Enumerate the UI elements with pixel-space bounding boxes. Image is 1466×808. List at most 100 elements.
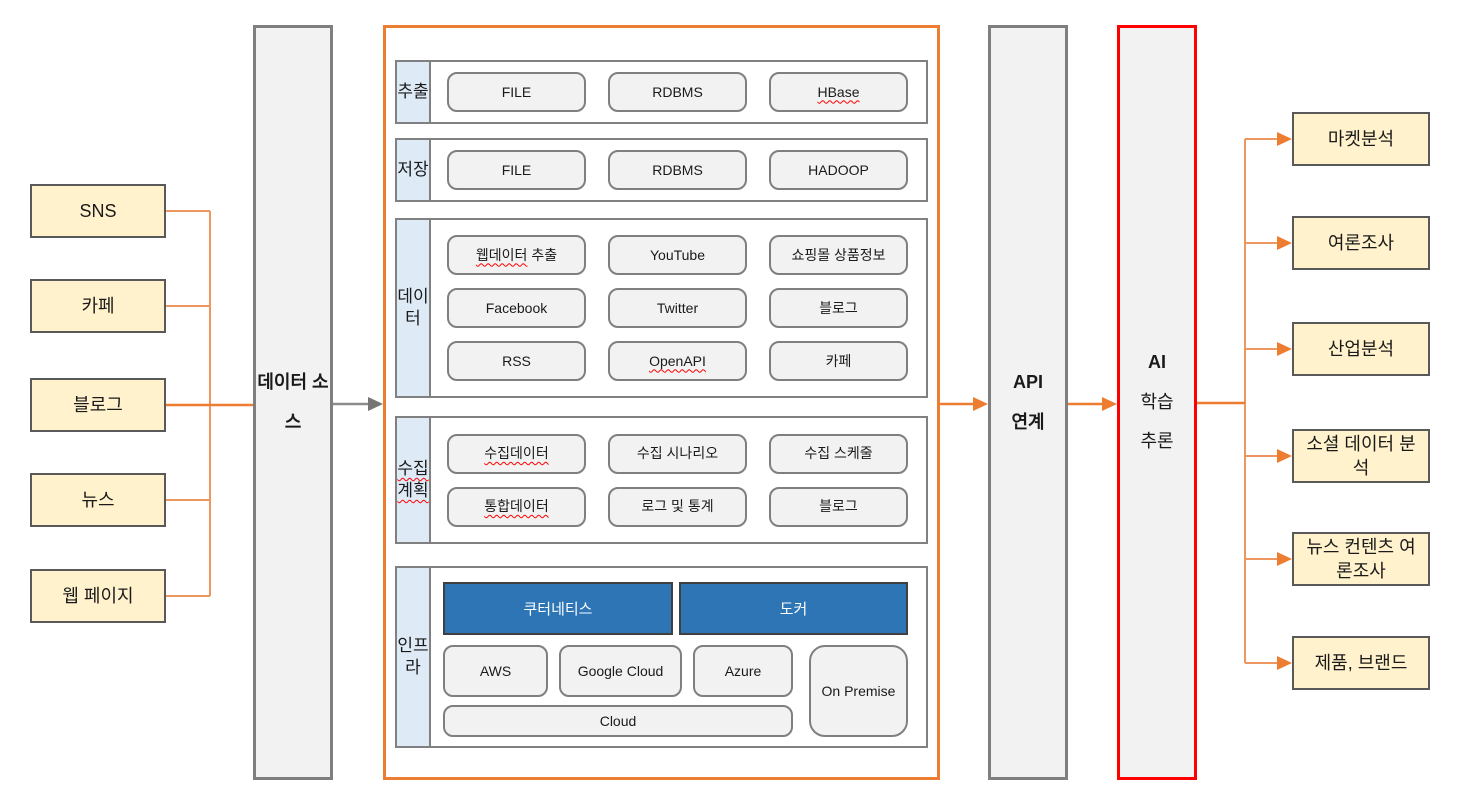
source-label: 웹 페이지 [62,585,134,606]
infra-box-kubernetes: 쿠터네티스 [443,582,673,635]
data-box-facebook: Facebook [447,288,586,328]
row-plan: 수집계획 수집데이터 수집 시나리오 수집 스케줄 통합데이터 로그 및 통계 … [395,416,928,544]
store-box-rdbms: RDBMS [608,150,747,190]
box-label: Cloud [599,712,637,729]
ai-label-line1: AI [1148,352,1166,373]
ai-label-line2: 학습 [1140,391,1174,412]
source-label: SNS [79,200,117,221]
source-box-sns: SNS [30,184,166,238]
box-label: 웹데이터 추출 [475,246,558,263]
api-pillar: API 연계 [988,25,1068,780]
data-box-webdata-extract: 웹데이터 추출 [447,235,586,275]
box-label: 수집 시나리오 [636,445,719,462]
output-box-industry-analysis: 산업분석 [1292,322,1430,376]
data-box-cafe: 카페 [769,341,908,381]
ai-pillar: AI 학습 추론 [1117,25,1197,780]
row-extract: 추출 FILE RDBMS HBase [395,60,928,124]
row-data-label: 데이터 [397,220,431,396]
box-label: 통합데이터 [484,498,549,515]
source-box-cafe: 카페 [30,279,166,333]
source-label: 뉴스 [81,489,115,510]
row-data-content: 웹데이터 추출 YouTube 쇼핑몰 상품정보 Facebook Twitte… [431,220,926,396]
box-label: 블로그 [819,498,858,515]
box-label: Azure [724,662,762,679]
row-plan-label: 수집계획 [397,418,431,542]
output-label: 마켓분석 [1327,128,1395,149]
source-box-blog: 블로그 [30,378,166,432]
row-plan-content: 수집데이터 수집 시나리오 수집 스케줄 통합데이터 로그 및 통계 블로그 [431,418,926,542]
store-box-file: FILE [447,150,586,190]
api-label-line1: API [1012,371,1043,392]
box-label: 카페 [825,352,852,369]
box-label: RDBMS [652,83,703,100]
source-box-webpage: 웹 페이지 [30,569,166,623]
output-label: 소셜 데이터 분석 [1306,433,1416,478]
data-source-label: 데이터 소스 [257,371,329,432]
box-label: HBase [817,83,860,100]
infra-box-docker: 도커 [679,582,908,635]
row-store-label: 저장 [397,140,431,200]
row-extract-content: FILE RDBMS HBase [431,62,926,122]
box-label: 로그 및 통계 [641,498,714,515]
box-label: 수집 스케줄 [804,445,873,462]
output-label: 산업분석 [1327,338,1395,359]
row-infra-label: 인프라 [397,568,431,746]
box-label: 블로그 [819,299,858,316]
plan-box-log-stats: 로그 및 통계 [608,486,747,527]
output-box-product-brand: 제품, 브랜드 [1292,636,1430,690]
box-label: RDBMS [652,161,703,178]
box-label: Google Cloud [577,662,664,679]
data-box-rss: RSS [447,341,586,381]
plan-box-collected-data: 수집데이터 [447,433,586,474]
extract-box-hbase: HBase [769,72,908,112]
infra-box-on-premise: On Premise [809,645,908,737]
plan-box-blog: 블로그 [769,486,908,527]
infra-box-azure: Azure [693,645,793,697]
data-source-pillar: 데이터 소스 [253,25,333,780]
extract-box-rdbms: RDBMS [608,72,747,112]
plan-box-integrated-data: 통합데이터 [447,486,586,527]
output-box-social-data-analysis: 소셜 데이터 분석 [1292,429,1430,483]
data-box-shoppingmall: 쇼핑몰 상품정보 [769,235,908,275]
output-label: 뉴스 컨텐츠 여론조사 [1306,536,1416,581]
box-label: 수집데이터 [484,445,549,462]
infra-box-google-cloud: Google Cloud [559,645,682,697]
box-label: AWS [479,662,512,679]
output-label: 제품, 브랜드 [1314,652,1408,673]
row-store-content: FILE RDBMS HADOOP [431,140,926,200]
box-label: FILE [501,161,532,178]
extract-box-file: FILE [447,72,586,112]
row-extract-label: 추출 [397,62,431,122]
plan-box-scenario: 수집 시나리오 [608,433,747,474]
source-label: 블로그 [73,394,123,415]
source-label: 카페 [81,295,115,316]
plan-box-schedule: 수집 스케줄 [769,433,908,474]
source-box-news: 뉴스 [30,473,166,527]
box-label: HADOOP [808,161,869,178]
ai-label-line3: 추론 [1140,431,1174,452]
box-label: RSS [502,352,531,369]
box-label: FILE [501,83,532,100]
output-box-opinion-poll: 여론조사 [1292,216,1430,270]
output-box-news-content-poll: 뉴스 컨텐츠 여론조사 [1292,532,1430,586]
output-box-market-analysis: 마켓분석 [1292,112,1430,166]
infra-box-cloud: Cloud [443,705,793,737]
output-label: 여론조사 [1327,232,1395,253]
box-label: OpenAPI [649,352,706,369]
data-box-twitter: Twitter [608,288,747,328]
box-label: 쇼핑몰 상품정보 [791,246,886,263]
data-box-youtube: YouTube [608,235,747,275]
row-data: 데이터 웹데이터 추출 YouTube 쇼핑몰 상품정보 Facebook Tw… [395,218,928,398]
infra-box-aws: AWS [443,645,548,697]
box-label: YouTube [649,246,705,263]
api-label-line2: 연계 [1011,411,1045,432]
box-label: 도커 [779,601,808,618]
data-box-openapi: OpenAPI [608,341,747,381]
box-label: Facebook [485,299,548,316]
box-label: Twitter [656,299,699,316]
row-infra: 인프라 쿠터네티스 도커 AWS Google Cloud Azure On P… [395,566,928,748]
box-label: On Premise [821,682,896,699]
row-store: 저장 FILE RDBMS HADOOP [395,138,928,202]
